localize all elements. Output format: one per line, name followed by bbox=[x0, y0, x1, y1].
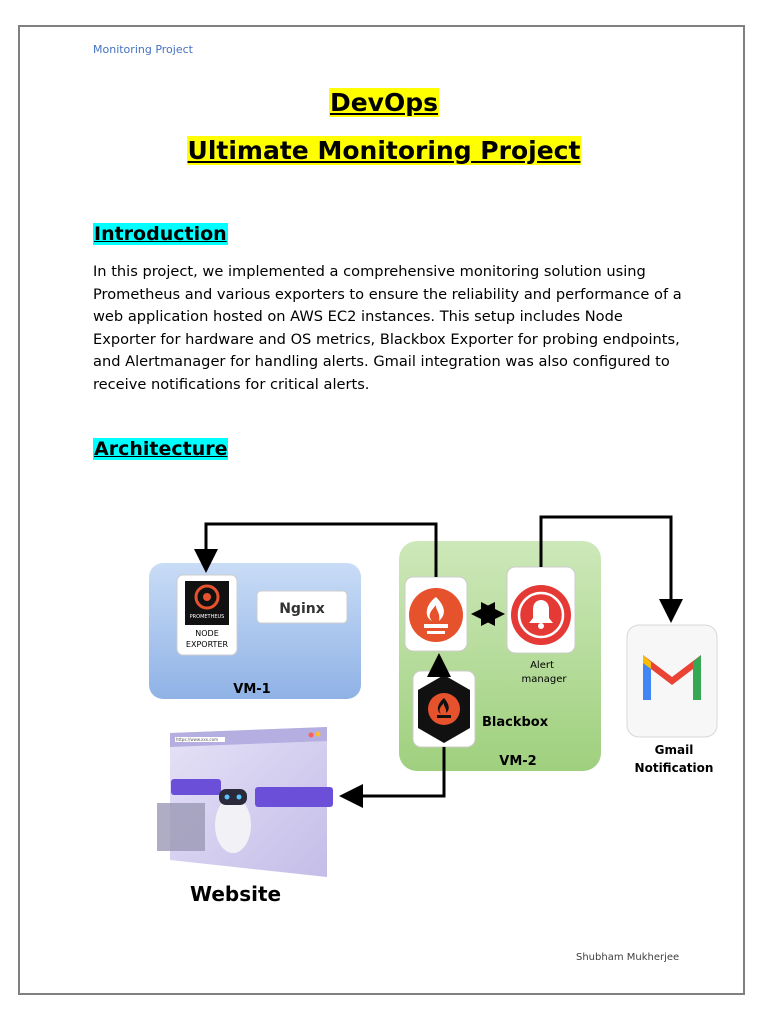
title-main: Ultimate Monitoring Project bbox=[0, 136, 768, 165]
vm2-label: VM-2 bbox=[499, 754, 536, 769]
nginx-label: Nginx bbox=[279, 601, 325, 617]
introduction-heading: Introduction bbox=[93, 223, 228, 245]
website-url: https://www.xxx.com bbox=[176, 737, 218, 742]
vm1-label: VM-1 bbox=[233, 682, 270, 697]
introduction-body: In this project, we implemented a compre… bbox=[93, 261, 685, 397]
gmail-label-line1: Gmail bbox=[655, 743, 694, 757]
alertmanager-label-line1: Alert bbox=[530, 660, 554, 671]
title-main-text: Ultimate Monitoring Project bbox=[187, 136, 582, 165]
page-header: Monitoring Project bbox=[93, 43, 193, 56]
website-illustration: https://www.xxx.com bbox=[157, 727, 333, 877]
alertmanager-label-line2: manager bbox=[522, 674, 568, 685]
node-exporter-label-line2: EXPORTER bbox=[186, 640, 229, 649]
prometheus-logo-text: PROMETHEUS bbox=[190, 614, 225, 620]
architecture-diagram: PROMETHEUS NODE EXPORTER Nginx VM-1 Aler… bbox=[115, 505, 720, 915]
title-devops-text: DevOps bbox=[329, 88, 439, 117]
node-exporter-label-line1: NODE bbox=[195, 629, 219, 638]
architecture-heading: Architecture bbox=[93, 438, 228, 460]
introduction-heading-text: Introduction bbox=[93, 223, 228, 245]
architecture-heading-text: Architecture bbox=[93, 438, 228, 460]
website-label: Website bbox=[190, 882, 281, 906]
blackbox-label: Blackbox bbox=[482, 715, 549, 730]
title-devops: DevOps bbox=[0, 88, 768, 117]
gmail-label-line2: Notification bbox=[635, 761, 714, 775]
footer-author: Shubham Mukherjee bbox=[576, 952, 679, 963]
